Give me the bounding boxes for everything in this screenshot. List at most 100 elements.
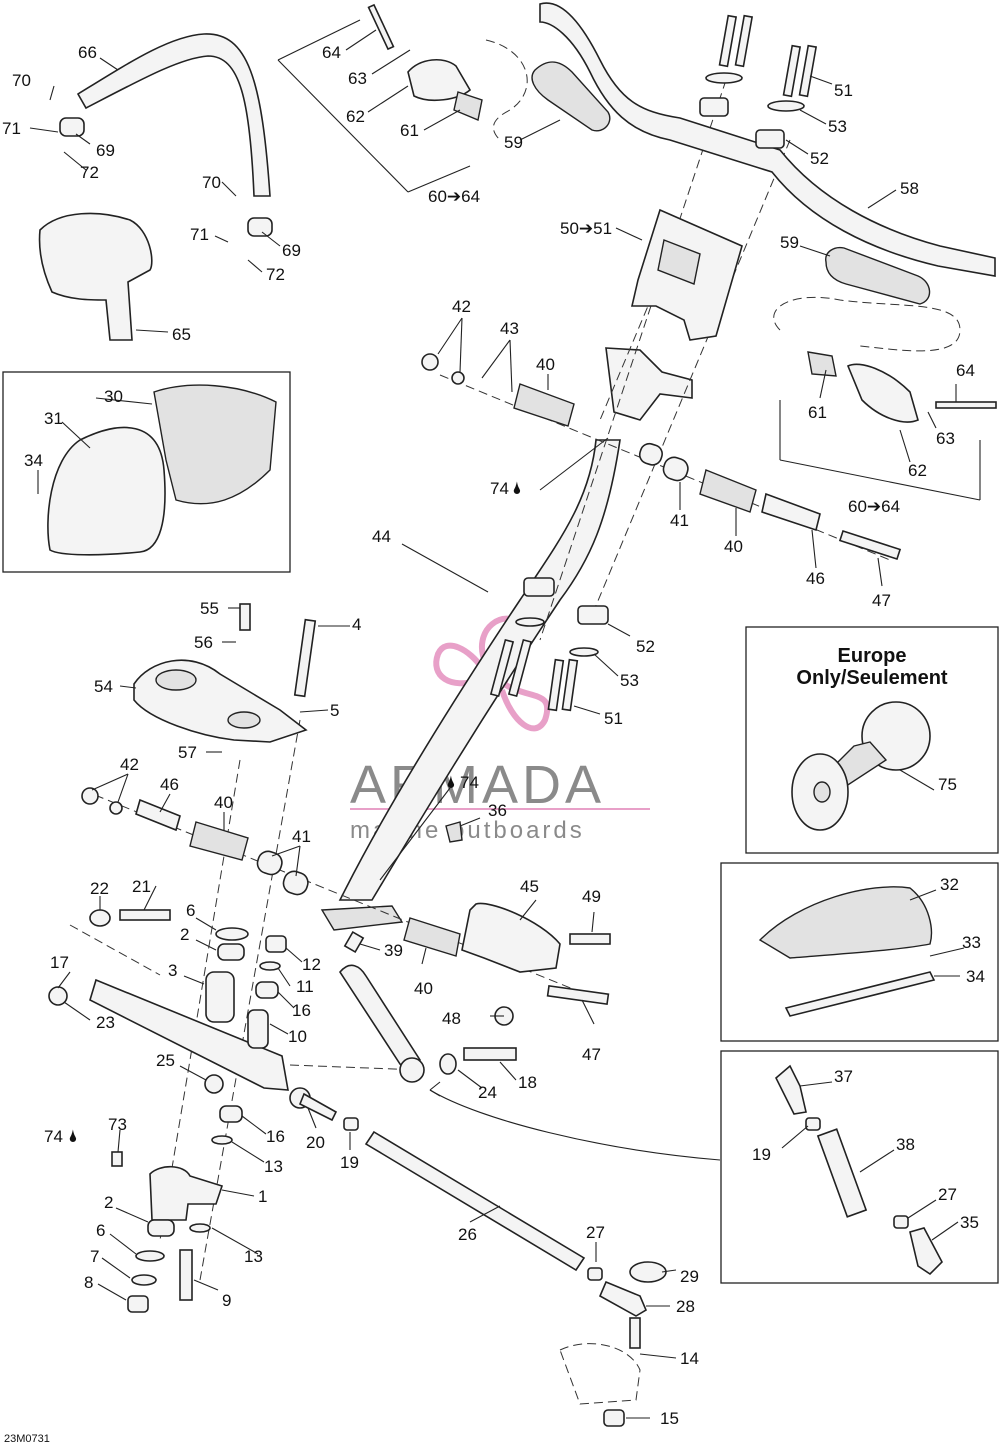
column-bracket — [461, 902, 561, 973]
bearing-assembly-left — [81, 787, 309, 896]
boot-alt-strip — [784, 971, 936, 1017]
plate-hole — [227, 711, 261, 729]
bolt-4 — [293, 618, 317, 698]
bolt-group — [489, 14, 818, 712]
label-61: 61 — [808, 403, 827, 422]
drop-icon: 🌢 — [446, 773, 456, 792]
nut-19 — [343, 1117, 359, 1131]
label-64: 64 — [322, 43, 341, 62]
label-40: 40 — [724, 537, 743, 556]
label-47: 47 — [582, 1045, 601, 1064]
align-line — [289, 1064, 421, 1071]
label-21: 21 — [132, 877, 151, 896]
bolt-47-lower — [546, 984, 610, 1006]
label-70: 70 — [12, 71, 31, 90]
bushing-10 — [247, 1009, 269, 1049]
label-36: 36 — [488, 801, 507, 820]
throttle-sleeve-left — [453, 91, 483, 121]
washer-24 — [439, 1053, 457, 1075]
europe-title-line2: Only/Seulement — [796, 667, 947, 689]
label-59: 59 — [504, 133, 523, 152]
rod-end-28 — [598, 1280, 648, 1317]
cable-loop — [485, 39, 528, 141]
label-71: 71 — [2, 119, 21, 138]
steering-column-base — [320, 905, 404, 931]
pin-14 — [629, 1317, 641, 1349]
label-13: 13 — [264, 1157, 283, 1176]
label-69: 69 — [282, 241, 301, 260]
label-35: 35 — [960, 1213, 979, 1232]
bushing-16 — [255, 981, 279, 999]
label-52: 52 — [636, 637, 655, 656]
grip-right — [825, 246, 931, 305]
throttle-sleeve-right — [807, 351, 837, 377]
steering-rod-main — [364, 1130, 586, 1272]
label-53: 53 — [620, 671, 639, 690]
nut-23 — [48, 986, 68, 1006]
bolt-18 — [463, 1047, 517, 1061]
label-18: 18 — [518, 1073, 537, 1092]
label-1: 1 — [258, 1187, 267, 1206]
label-33: 33 — [962, 933, 981, 952]
label-13: 13 — [244, 1247, 263, 1266]
screw — [367, 3, 395, 51]
bracket-line — [277, 19, 361, 61]
label-75: 75 — [938, 775, 957, 794]
label-63: 63 — [936, 429, 955, 448]
label-39: 39 — [384, 941, 403, 960]
label-73: 73 — [108, 1115, 127, 1134]
align-line — [69, 924, 161, 976]
bracket-line — [407, 165, 471, 193]
column-top-bracket — [605, 347, 693, 421]
nut-27-inset — [893, 1215, 909, 1229]
inset-frame-boot — [2, 371, 291, 573]
label-61: 61 — [400, 121, 419, 140]
pivot-housing — [149, 1165, 224, 1221]
label-19: 19 — [340, 1153, 359, 1172]
label-30: 30 — [104, 387, 123, 406]
label-66: 66 — [78, 43, 97, 62]
clamp-69 — [59, 117, 85, 137]
label-62: 62 — [908, 461, 927, 480]
bracket-line — [277, 59, 409, 193]
align-line — [199, 719, 301, 1281]
label-60-64: 60➔64 — [848, 497, 900, 516]
label-71: 71 — [190, 225, 209, 244]
label-17: 17 — [50, 953, 69, 972]
bracket-line — [779, 459, 981, 501]
steering-rod-upper — [339, 964, 421, 1076]
label-43: 43 — [500, 319, 519, 338]
mirror-cover — [38, 212, 153, 341]
inset-arrow — [429, 1089, 721, 1161]
label-10: 10 — [288, 1027, 307, 1046]
boot-bezel — [47, 426, 166, 556]
rod-end-20-shaft — [298, 1092, 338, 1122]
label-69: 69 — [96, 141, 115, 160]
label-26: 26 — [458, 1225, 477, 1244]
clamp-half — [699, 97, 729, 117]
label-32: 32 — [940, 875, 959, 894]
label-2: 2 — [104, 1193, 113, 1212]
washer-13 — [211, 1135, 233, 1145]
label-70: 70 — [202, 173, 221, 192]
label-31: 31 — [44, 409, 63, 428]
label-46: 46 — [160, 775, 179, 794]
label-27: 27 — [938, 1185, 957, 1204]
bushing-3 — [205, 971, 235, 1023]
label-37: 37 — [834, 1067, 853, 1086]
label-52: 52 — [810, 149, 829, 168]
bolt-21 — [119, 909, 171, 921]
label-6: 6 — [96, 1221, 105, 1240]
label-14: 14 — [680, 1349, 699, 1368]
label-23: 23 — [96, 1013, 115, 1032]
leader-lines — [29, 29, 965, 1419]
label-27: 27 — [586, 1223, 605, 1242]
nut-15 — [603, 1409, 625, 1427]
steering-plate — [133, 659, 308, 743]
label-29: 29 — [680, 1267, 699, 1286]
bearing-40-lower — [403, 917, 461, 957]
fitting-73 — [111, 1151, 123, 1167]
label-5: 5 — [330, 701, 339, 720]
label-57: 57 — [178, 743, 197, 762]
